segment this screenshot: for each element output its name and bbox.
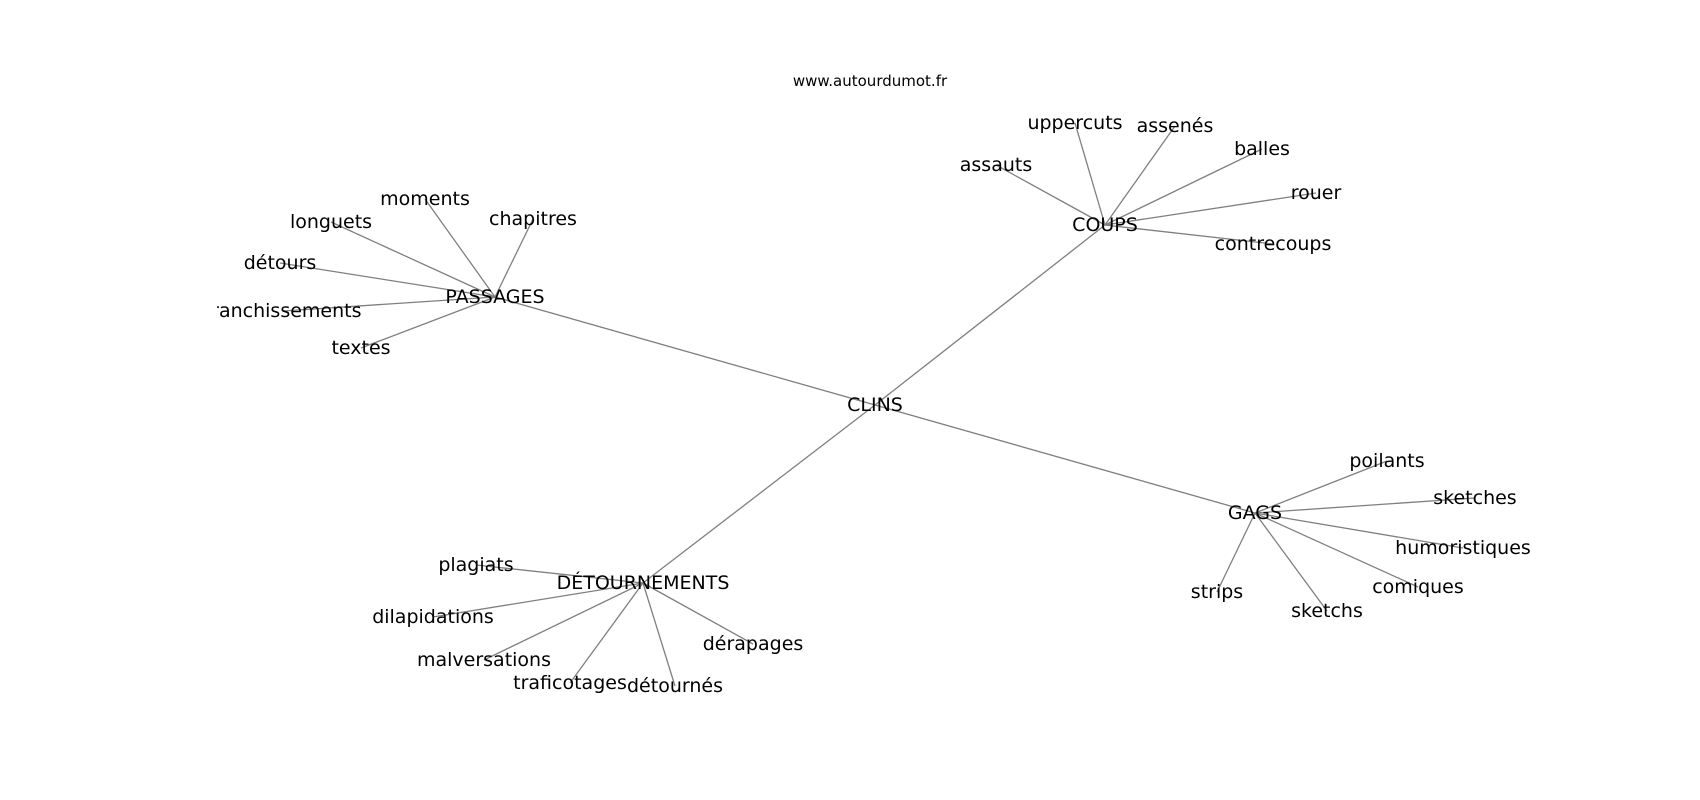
edge-hub-to-word xyxy=(432,582,644,618)
edge-hub-to-word xyxy=(282,296,496,312)
edge-hub-to-word xyxy=(483,582,644,661)
word-node: balles xyxy=(1234,138,1290,160)
graph-labels: CLINS COUPS uppercuts assenés assauts ballesr… xyxy=(204,112,1531,697)
edge-hub-to-word xyxy=(330,221,496,298)
edge-hub-to-word xyxy=(279,262,496,298)
word-node: sketchs xyxy=(1291,600,1363,622)
edge-hub-to-word xyxy=(1216,512,1256,593)
edge-hub-to-word xyxy=(1104,224,1274,245)
edge-center-to-hub xyxy=(874,224,1106,406)
edge-hub-to-word xyxy=(360,296,496,349)
edge-hub-to-word xyxy=(1254,460,1388,514)
word-node: assenés xyxy=(1137,115,1214,137)
edge-hub-to-word xyxy=(475,564,644,584)
word-node: moments xyxy=(380,188,470,210)
word-node: franchissements xyxy=(204,300,361,322)
word-node: sketches xyxy=(1433,487,1516,509)
hub-node: PASSAGES xyxy=(445,286,544,308)
edge-hub-to-word xyxy=(424,198,496,298)
edge-hub-to-word xyxy=(569,582,644,684)
edge-hub-to-word xyxy=(1104,148,1263,226)
edge-hub-to-word xyxy=(642,582,676,687)
word-node: longuets xyxy=(290,211,372,233)
word-node: traficotages xyxy=(513,672,627,694)
hub-node: COUPS xyxy=(1072,214,1138,236)
word-node: humoristiques xyxy=(1395,537,1531,559)
hub-node: GAGS xyxy=(1228,502,1282,524)
word-node: détours xyxy=(244,252,317,274)
edge-hub-to-word xyxy=(642,582,754,645)
word-node: chapitres xyxy=(489,208,577,230)
hub-node: DÉTOURNEMENTS xyxy=(557,571,730,594)
word-node: détournés xyxy=(627,675,723,697)
word-node: uppercuts xyxy=(1027,112,1122,134)
edge-center-to-hub xyxy=(494,296,876,406)
center-node: CLINS xyxy=(847,394,903,416)
edge-hub-to-word xyxy=(1254,512,1328,612)
edge-center-to-hub xyxy=(874,404,1256,514)
edge-hub-to-word xyxy=(995,164,1106,226)
word-node: comiques xyxy=(1372,576,1464,598)
word-node: malversations xyxy=(417,649,551,671)
edge-hub-to-word xyxy=(1254,497,1476,514)
word-node: strips xyxy=(1191,581,1243,603)
edge-hub-to-word xyxy=(494,218,534,298)
word-node: poilants xyxy=(1349,450,1424,472)
word-node: plagiats xyxy=(438,554,513,576)
word-node: contrecoups xyxy=(1215,233,1332,255)
edge-hub-to-word xyxy=(1254,512,1419,588)
word-node: textes xyxy=(331,337,390,359)
edge-hub-to-word xyxy=(1254,512,1464,549)
word-node: assauts xyxy=(960,154,1032,176)
edge-hub-to-word xyxy=(1104,192,1317,226)
word-node: dilapidations xyxy=(372,606,494,628)
source-label: www.autourdumot.fr xyxy=(792,72,948,90)
edge-hub-to-word xyxy=(1104,125,1176,226)
edge-center-to-hub xyxy=(642,404,876,584)
word-node: rouer xyxy=(1291,182,1342,204)
edge-hub-to-word xyxy=(1074,122,1106,226)
graph-edges xyxy=(279,122,1476,687)
word-node: dérapages xyxy=(703,633,804,655)
